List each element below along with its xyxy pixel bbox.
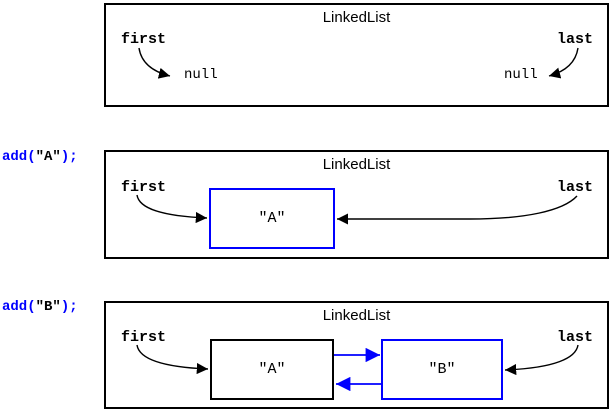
code-close: ); <box>60 149 78 165</box>
node-a: "A" <box>210 339 334 400</box>
node-value: "A" <box>258 361 286 378</box>
code-string-arg: "B" <box>35 299 61 315</box>
first-null-value: null <box>184 67 218 83</box>
node-b: "B" <box>381 339 503 400</box>
code-method-name: add( <box>2 299 36 315</box>
panel-title: LinkedList <box>322 307 391 324</box>
last-null-value: null <box>504 67 538 83</box>
code-call-add-a: add("A"); <box>2 149 78 166</box>
panel-title: LinkedList <box>322 9 391 26</box>
last-pointer-label: last <box>557 179 594 196</box>
code-method-name: add( <box>2 149 36 165</box>
first-pointer-label: first <box>121 179 167 196</box>
node-value: "A" <box>258 210 286 227</box>
first-pointer-label: first <box>121 329 167 346</box>
node-a: "A" <box>209 188 335 249</box>
node-value: "B" <box>428 361 456 378</box>
last-pointer-label: last <box>557 31 594 48</box>
first-pointer-label: first <box>121 31 167 48</box>
panel-empty-list <box>104 3 609 107</box>
code-string-arg: "A" <box>35 149 61 165</box>
last-pointer-label: last <box>557 329 594 346</box>
code-call-add-b: add("B"); <box>2 299 78 316</box>
code-close: ); <box>60 299 78 315</box>
panel-title: LinkedList <box>322 156 391 173</box>
